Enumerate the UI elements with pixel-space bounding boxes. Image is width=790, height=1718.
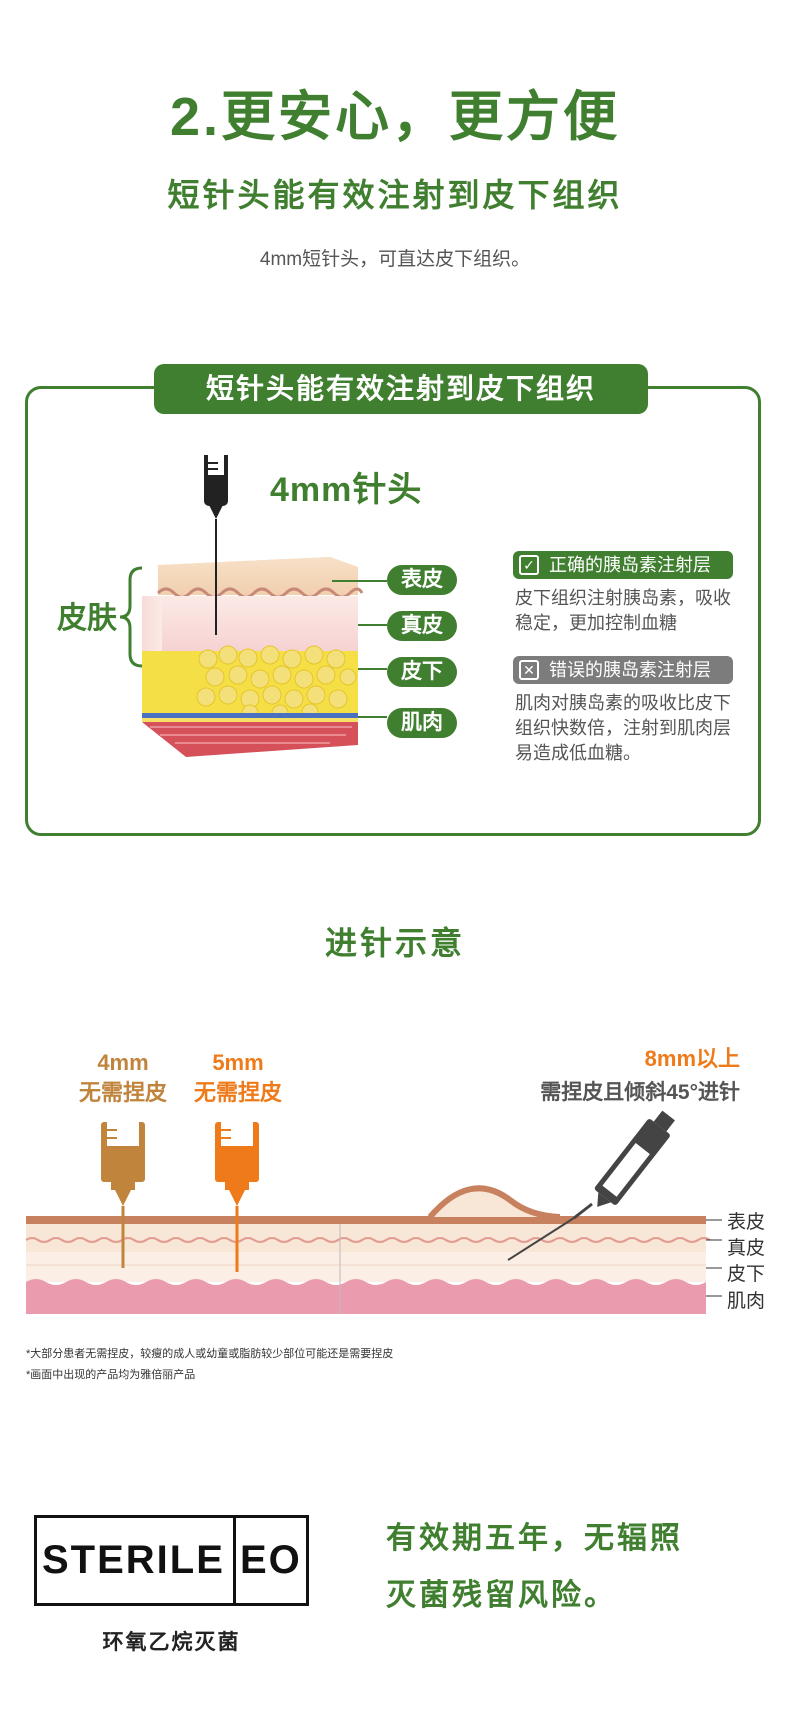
needle-5mm-note: 无需捏皮 [193, 1080, 282, 1105]
injection-section-title: 进针示意 [324, 925, 465, 961]
wrong-layer-badge: ✕ 错误的胰岛素注射层 [513, 656, 733, 684]
eo-label: EO [240, 1538, 302, 1582]
injection-diagram [25, 1110, 722, 1314]
layer-pill-subcutaneous: 皮下 [387, 657, 457, 687]
diagram-layer-muscle: 肌肉 [727, 1291, 766, 1312]
footnote-product: *画面中出现的产品均为雅倍丽产品 [26, 1369, 196, 1381]
diagram-layer-subcutaneous: 皮下 [727, 1264, 766, 1285]
page-subtitle: 短针头能有效注射到皮下组织 [167, 177, 623, 213]
needle-8mm-note: 需捏皮且倾斜45°进针 [540, 1081, 740, 1104]
layer-pill-muscle: 肌肉 [387, 708, 457, 738]
needle-4mm-note: 无需捏皮 [78, 1080, 167, 1105]
skin-cross-section-illustration [142, 455, 387, 757]
needle-length-label: 4mm针头 [270, 471, 423, 509]
page-title: 2.更安心，更方便 [169, 87, 621, 147]
syringe-icon [204, 455, 228, 519]
sterile-eo-divider [233, 1515, 236, 1606]
footnote-pinch: *大部分患者无需捏皮，较瘦的成人或幼童或脂肪较少部位可能还是需要捏皮 [26, 1348, 394, 1360]
needle-4mm-length: 4mm [97, 1050, 149, 1075]
cross-box-icon: ✕ [519, 660, 539, 680]
wrong-layer-badge-label: 错误的胰岛素注射层 [549, 660, 711, 680]
sterile-eo-symbol [34, 1515, 309, 1606]
wrong-layer-text: 肌肉对胰岛素的吸收比皮下组织快数倍，注射到肌肉层易造成低血糖。 [515, 693, 731, 763]
needle-5mm-length: 5mm [212, 1050, 264, 1075]
correct-layer-text: 皮下组织注射胰岛素，吸收稳定，更加控制血糖 [515, 588, 731, 633]
shelf-life-claim-line2: 灭菌残留风险。 [386, 1579, 617, 1612]
sterile-label: STERILE [42, 1538, 225, 1582]
layer-pill-epidermis: 表皮 [387, 565, 457, 595]
brace-icon [119, 566, 143, 668]
page-description: 4mm短针头，可直达皮下组织。 [259, 249, 531, 270]
diagram-layer-epidermis: 表皮 [727, 1212, 766, 1233]
correct-layer-badge-label: 正确的胰岛素注射层 [549, 555, 711, 575]
correct-layer-badge: ✓ 正确的胰岛素注射层 [513, 551, 733, 579]
sterilization-caption: 环氧乙烷灭菌 [102, 1631, 241, 1654]
layer-pill-dermis: 真皮 [387, 611, 457, 641]
check-box-icon: ✓ [519, 555, 539, 575]
diagram-layer-dermis: 真皮 [727, 1238, 766, 1259]
panel-title: 短针头能有效注射到皮下组织 [154, 364, 648, 414]
skin-label: 皮肤 [57, 602, 117, 635]
needle-8mm-length: 8mm以上 [644, 1046, 740, 1071]
shelf-life-claim-line1: 有效期五年，无辐照 [386, 1522, 683, 1555]
